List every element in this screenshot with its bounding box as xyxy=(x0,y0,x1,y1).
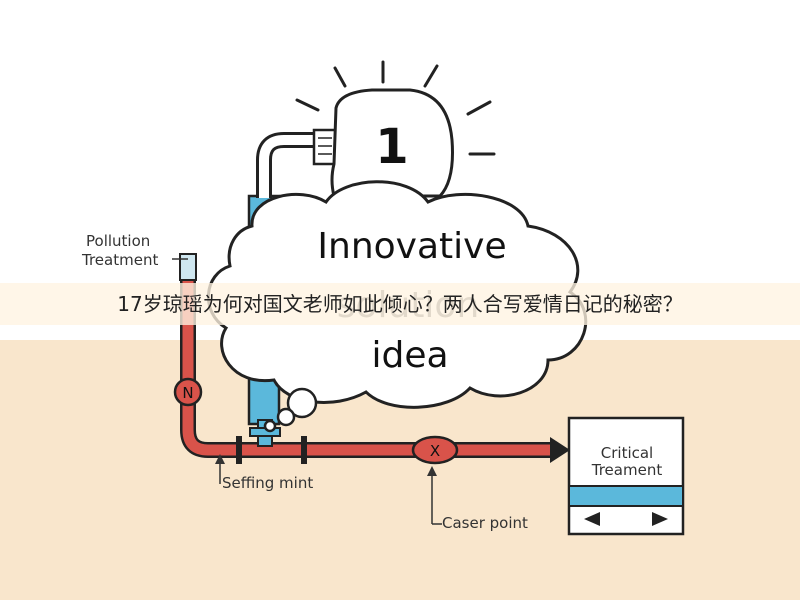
thought-bubble-large xyxy=(286,387,318,419)
thought-bubble-small xyxy=(263,419,277,433)
critical-box-fill xyxy=(570,486,682,506)
valve-x: X xyxy=(411,435,459,465)
thought-bubble-medium xyxy=(276,407,296,427)
flange-right xyxy=(301,436,307,464)
headline-band xyxy=(0,283,800,325)
valve-n: N xyxy=(173,377,203,407)
box-text-line2: Treament xyxy=(591,461,663,479)
cloud-text-line1: Innovative xyxy=(317,226,506,267)
headline-text: 17岁琼瑶为何对国文老师如此倾心？两人合写爱情日记的秘密？ xyxy=(117,292,683,316)
flange-left xyxy=(236,436,242,464)
label-treatment: Treatment xyxy=(81,251,158,269)
valve-n-label: N xyxy=(182,384,193,402)
light-bulb xyxy=(330,88,454,198)
valve-x-label: X xyxy=(430,442,440,460)
cloud-text-line3: idea xyxy=(371,335,448,376)
arrow-right-icon xyxy=(652,512,668,526)
bulb-number: 1 xyxy=(375,119,408,175)
arrow-left-icon xyxy=(584,512,600,526)
box-text-line1: Critical xyxy=(601,444,653,462)
label-caser-point: Caser point xyxy=(442,514,528,532)
critical-treatment-box xyxy=(567,416,685,536)
label-pollution: Pollution xyxy=(86,232,150,250)
label-setting-point: Seffing mint xyxy=(222,474,313,492)
flow-arrow-icon xyxy=(550,437,570,463)
